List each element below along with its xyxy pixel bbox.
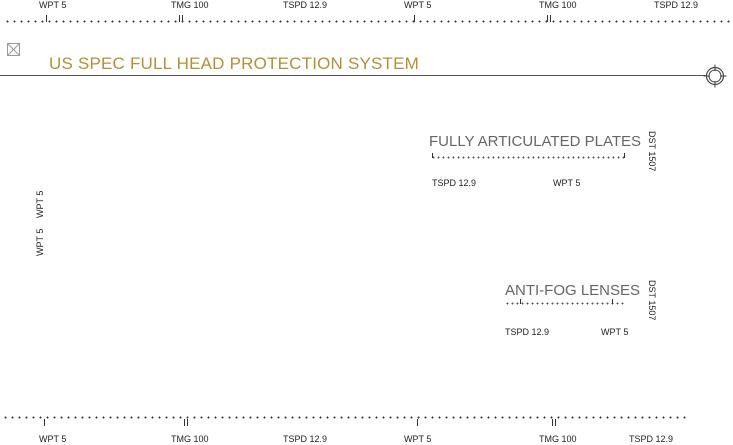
top-ruler-tick <box>547 15 548 22</box>
feature-sub-left: TSPD 12.9 <box>505 327 550 337</box>
bottom-ruler-label-tspd: TSPD 12.9 <box>629 434 674 444</box>
bottom-ruler-label-wpt: WPT 5 <box>404 434 432 444</box>
top-ruler-label-tmg: TMG 100 <box>171 0 209 10</box>
feature-tick <box>612 299 613 304</box>
bottom-ruler-tick <box>417 419 418 426</box>
top-ruler-label-tspd: TSPD 12.9 <box>654 0 699 10</box>
bottom-ruler-tick <box>555 419 556 426</box>
side-label-wpt: WPT 5 <box>35 228 45 256</box>
feature-tick <box>432 153 433 158</box>
bottom-ruler-tick <box>44 419 45 426</box>
header-divider <box>0 75 706 76</box>
top-ruler-label-tmg: TMG 100 <box>539 0 577 10</box>
top-ruler-label-tspd: TSPD 12.9 <box>283 0 328 10</box>
feature-title: FULLY ARTICULATED PLATES <box>429 133 642 150</box>
feature-tick <box>520 299 521 304</box>
feature-side-label: DST 1507 <box>647 131 657 172</box>
bottom-ruler-tick <box>184 419 185 426</box>
bottom-ruler-dots <box>2 416 688 419</box>
bottom-ruler-label-tmg: TMG 100 <box>171 434 209 444</box>
top-ruler-tick <box>182 15 183 22</box>
bottom-ruler-label-tmg: TMG 100 <box>539 434 577 444</box>
bottom-ruler-label-tspd: TSPD 12.9 <box>283 434 328 444</box>
feature-sub-right: WPT 5 <box>601 327 629 337</box>
bottom-ruler-label-wpt: WPT 5 <box>39 434 67 444</box>
page-title: US SPEC FULL HEAD PROTECTION SYSTEM <box>49 54 420 73</box>
feature-title: ANTI-FOG LENSES <box>505 282 641 299</box>
top-ruler-label-wpt: WPT 5 <box>39 0 67 10</box>
crosshair-icon <box>703 64 727 88</box>
top-ruler-tick <box>179 15 180 22</box>
top-ruler-label-wpt: WPT 5 <box>404 0 432 10</box>
side-label-wpt: WPT 5 <box>35 190 45 218</box>
feature-dots <box>431 156 625 159</box>
bottom-ruler-tick <box>552 419 553 426</box>
top-ruler-tick <box>550 15 551 22</box>
close-icon[interactable] <box>7 43 20 56</box>
feature-tick <box>624 153 625 158</box>
top-ruler-dots <box>4 20 731 23</box>
feature-sub-left: TSPD 12.9 <box>432 178 477 188</box>
feature-sub-right: WPT 5 <box>553 178 581 188</box>
top-ruler-tick <box>46 15 47 22</box>
bottom-ruler-tick <box>187 419 188 426</box>
feature-dots <box>505 302 625 305</box>
top-ruler-tick <box>414 15 415 22</box>
feature-side-label: DST 1507 <box>647 280 657 321</box>
